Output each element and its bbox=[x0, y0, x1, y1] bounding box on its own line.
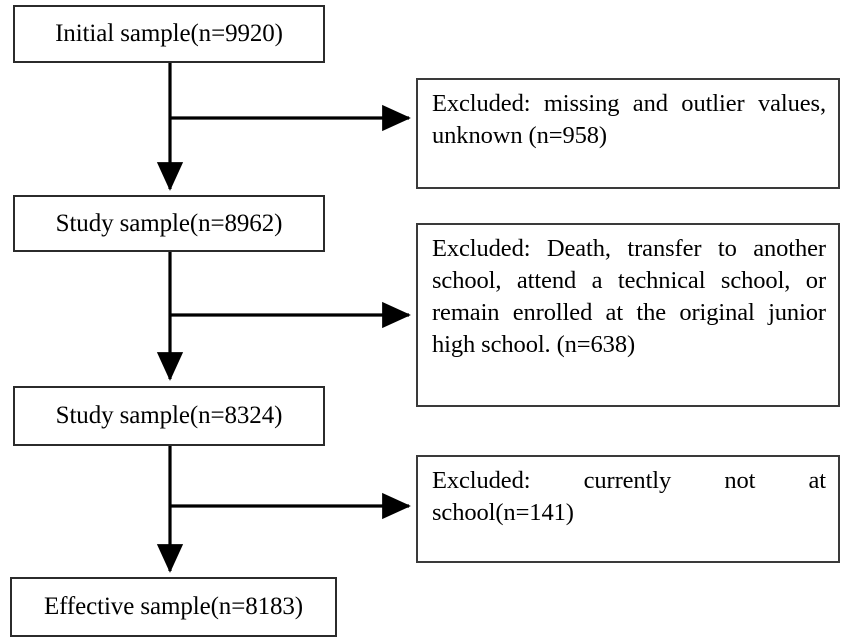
node-initial-sample-label: Initial sample(n=9920) bbox=[55, 20, 283, 47]
node-exclusion-3: Excluded: currently not at school(n=141) bbox=[416, 455, 840, 563]
node-effective-sample: Effective sample(n=8183) bbox=[10, 577, 337, 637]
node-exclusion-1-label: Excluded: missing and outlier values, un… bbox=[432, 90, 826, 149]
node-exclusion-1: Excluded: missing and outlier values, un… bbox=[416, 78, 840, 189]
node-study-sample-1: Study sample(n=8962) bbox=[13, 195, 325, 252]
node-exclusion-2-label: Excluded: Death, transfer to another sch… bbox=[432, 235, 826, 358]
node-effective-sample-label: Effective sample(n=8183) bbox=[43, 593, 304, 620]
node-exclusion-2: Excluded: Death, transfer to another sch… bbox=[416, 223, 840, 407]
node-study-sample-2-label: Study sample(n=8324) bbox=[55, 402, 283, 429]
node-exclusion-3-label: Excluded: currently not at school(n=141) bbox=[432, 467, 826, 526]
node-study-sample-1-label: Study sample(n=8962) bbox=[55, 209, 283, 237]
node-study-sample-2: Study sample(n=8324) bbox=[13, 386, 325, 446]
node-initial-sample: Initial sample(n=9920) bbox=[13, 5, 325, 63]
